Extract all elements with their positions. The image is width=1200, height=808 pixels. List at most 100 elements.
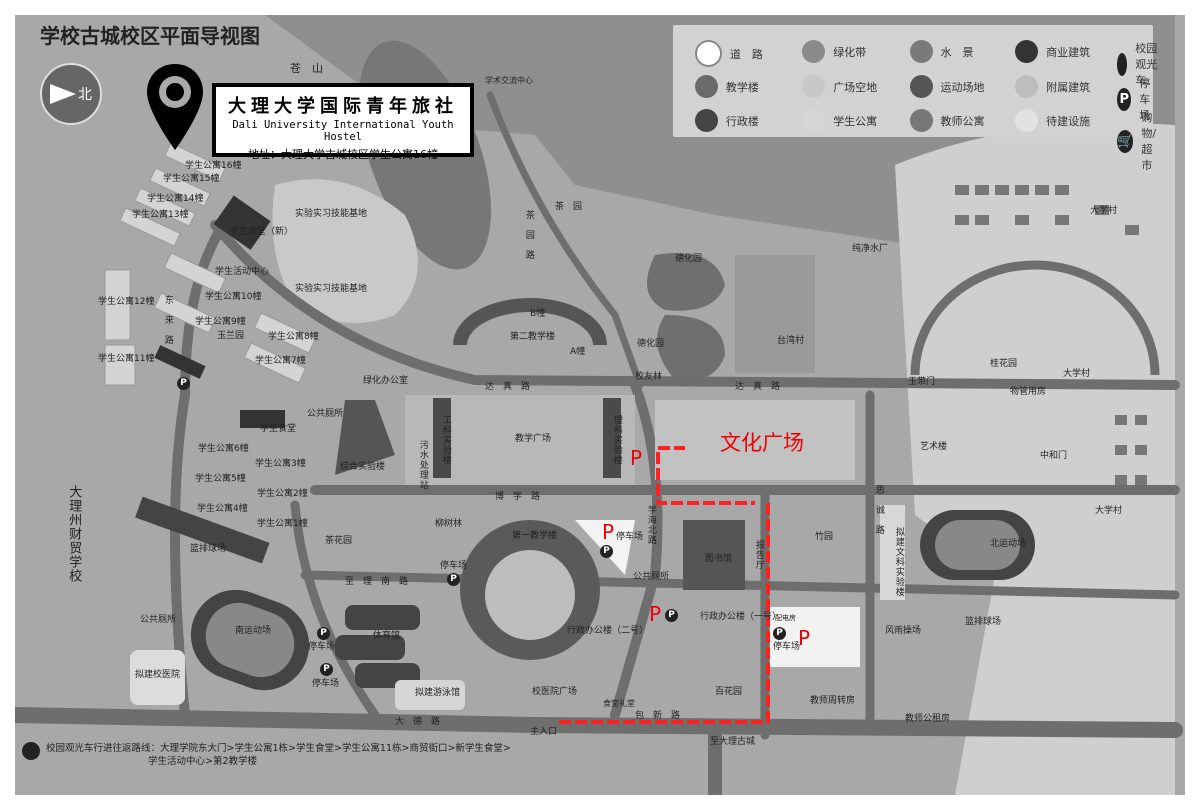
- admin-building-icon: [694, 109, 718, 132]
- legend-label: 道 路: [729, 47, 763, 61]
- map-label-road-east: 东 来 路: [162, 295, 173, 345]
- legend-label: 学生公寓: [833, 114, 878, 128]
- highlight-parking-marker: P: [798, 626, 811, 650]
- map-label-road-tea: 茶 园 路: [523, 210, 534, 260]
- map-label-osmanthus: 桂花园: [990, 359, 1018, 369]
- dorm-icon: [802, 109, 826, 132]
- map-label-arts-lab: 拟建文科实验楼: [893, 527, 904, 597]
- highlight-parking-marker: P: [649, 602, 662, 626]
- map-label-d10: 学生公寓10幢: [205, 292, 262, 302]
- map-label-d3: 学生公寓3幢: [255, 459, 306, 469]
- map-label-d2: 学生公寓2幢: [257, 489, 308, 499]
- map-label-power: 配电房: [775, 614, 796, 622]
- map-label-road-zhili: 至 理 南 路: [345, 577, 409, 587]
- legend-label: 待建设施: [1046, 114, 1091, 128]
- map-label-wc2: 公共厕所: [633, 572, 670, 582]
- legend-item: 校园观光车: [1117, 40, 1159, 88]
- map-label-hall: 报告厅: [753, 540, 764, 570]
- road-icon: [694, 40, 722, 67]
- legend-label: 绿化带: [833, 45, 867, 59]
- map-label-road-bao: 包 新 路: [635, 711, 681, 721]
- auxiliary-building-icon: [1015, 75, 1039, 98]
- map-label-academic-center: 学术交流中心: [485, 76, 533, 85]
- bus-route-line2: 学生活动中心>第2教学楼: [148, 756, 258, 767]
- map-label-teach2: 第二教学楼: [510, 332, 556, 342]
- map-label-gym: 体育馆: [373, 631, 401, 641]
- map-label-teach1: 第一教学楼: [512, 531, 558, 541]
- map-label-baihua: 百花园: [715, 687, 743, 697]
- parking-icon: P: [177, 377, 190, 390]
- legend-item: 水 景: [909, 40, 974, 63]
- legend-label: 附属建筑: [1046, 80, 1091, 94]
- parking-icon: P: [600, 545, 613, 558]
- map-label-finance-school: 大理州财贸学校: [66, 485, 82, 583]
- legend-item: 商业建筑: [1015, 40, 1090, 63]
- parking-icon: P: [665, 609, 678, 622]
- map-label-lab-complex: 综合实验楼: [340, 462, 386, 472]
- map-label-taiwan: 台湾村: [777, 336, 805, 346]
- bus-route-note: 校园观光车行进往返路线：大理学院东大门>学生公寓1栋>学生食堂>学生公寓11栋>…: [22, 742, 511, 768]
- map-label-d13: 学生公寓13幢: [132, 210, 189, 220]
- legend-item: 教师公寓: [909, 109, 985, 132]
- map-title: 学校古城校区平面导视图: [40, 24, 260, 48]
- map-label-hospital: 拟建校医院: [135, 670, 181, 680]
- map-label-sewage: 污水处理站: [417, 440, 428, 490]
- map-label-road-dazhen2: 达 真 路: [735, 382, 781, 392]
- legend-label: 购物/超市: [1141, 111, 1157, 172]
- map-label-art: 艺术楼: [920, 442, 948, 452]
- map-label-teacher-rent: 教师公租房: [905, 714, 951, 724]
- map-label-d4: 学生公寓4幢: [197, 504, 248, 514]
- legend-item: 广场空地: [802, 75, 877, 98]
- map-label-parking2: 停车场: [440, 561, 468, 571]
- map-label-parking3: 停车场: [773, 642, 801, 652]
- legend-label: 运动场地: [940, 80, 985, 94]
- shopping-cart-icon: 🛒: [1117, 129, 1134, 153]
- map-label-pool: 拟建游泳馆: [415, 688, 461, 698]
- commercial-icon: [1015, 40, 1039, 63]
- bus-icon: [22, 742, 40, 760]
- map-label-bamboo: 竹园: [815, 532, 834, 542]
- legend-label: 广场空地: [833, 80, 878, 94]
- map-label-skills2: 实验实习技能基地: [295, 284, 368, 294]
- map-label-property: 物管用房: [1010, 387, 1047, 397]
- map-label-water-plant: 纯净水厂: [852, 244, 889, 254]
- hostel-name-cn: 大理大学国际青年旅社: [228, 96, 458, 117]
- map-label-sci-lab: 理科实验楼: [611, 415, 622, 465]
- legend-label: 校园观光车: [1135, 42, 1158, 87]
- map-label-auditorium: 食堂礼堂: [603, 699, 635, 708]
- map-label-north-field: 北运动场: [990, 539, 1027, 549]
- legend-item: 🛒 购物/超市: [1117, 109, 1163, 173]
- sports-icon: [909, 75, 933, 98]
- map-label-zhonghe-gate: 中和门: [1040, 451, 1068, 461]
- water-icon: [909, 40, 933, 63]
- legend-item: 道 路: [694, 40, 763, 67]
- legend-label: 水 景: [940, 45, 974, 59]
- map-label-d16: 学生公寓16幢: [185, 161, 242, 171]
- parking-icon: P: [320, 663, 333, 676]
- map-label-hospital-plaza: 校医院广场: [532, 687, 578, 697]
- map-label-d14: 学生公寓14幢: [147, 194, 204, 204]
- legend-item: 运动场地: [909, 75, 985, 98]
- legend-item: 待建设施: [1015, 109, 1090, 132]
- parking-icon: P: [1117, 87, 1132, 111]
- map-label-ball-court: 篮排球场: [965, 617, 1002, 627]
- map-label-d1: 学生公寓1幢: [257, 519, 308, 529]
- map-label-a-wing: A幢: [570, 347, 586, 357]
- map-label-activity: 学生活动中心: [215, 267, 270, 277]
- plaza-icon: [802, 75, 826, 98]
- greenbelt-icon: [802, 40, 826, 63]
- map-label-parking5: 停车场: [312, 679, 340, 689]
- map-label-b-wing: B幢: [530, 309, 546, 319]
- planned-facility-icon: [1015, 109, 1039, 132]
- map-label-gym-rain: 风雨操场: [885, 626, 922, 636]
- map-label-admin2: 行政办公楼（二号）: [567, 626, 649, 636]
- map-label-d5: 学生公寓5幢: [195, 474, 246, 484]
- map-label-d12: 学生公寓12幢: [98, 297, 155, 307]
- hostel-info-box: 大理大学国际青年旅社 Dali University International…: [212, 83, 474, 161]
- map-label-d6: 学生公寓6幢: [198, 444, 249, 454]
- teacher-apartment-icon: [909, 109, 933, 132]
- bus-icon: [1117, 52, 1128, 76]
- map-label-d7: 学生公寓7幢: [255, 356, 306, 366]
